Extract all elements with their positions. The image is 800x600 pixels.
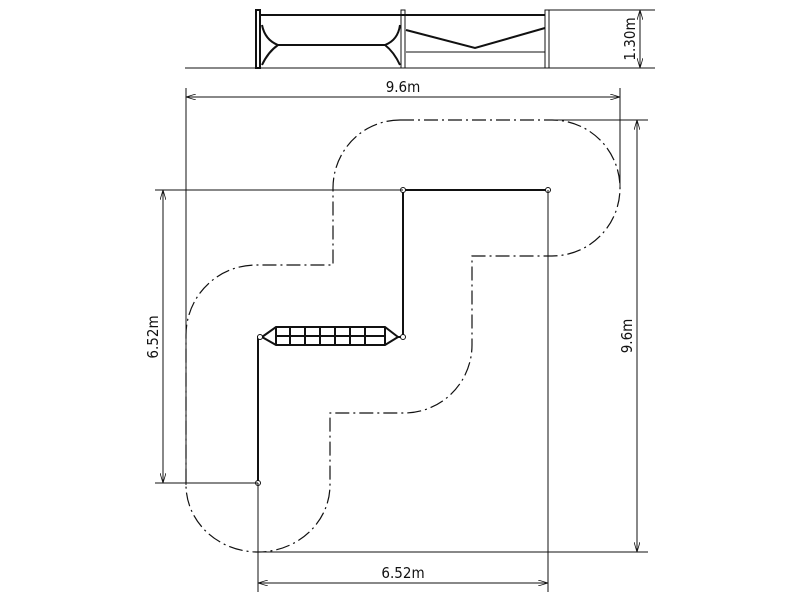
post (400, 9, 406, 69)
inner-width-label: 6.52m (381, 564, 424, 582)
safety-zone-outline (185, 119, 621, 553)
inner-depth-label: 6.52m (144, 315, 162, 358)
overall-width-label: 9.6m (386, 78, 421, 96)
elevation-view: 1.30m (185, 9, 655, 69)
net-bridge (260, 326, 400, 346)
plan-view: 9.6m 9.6m 6.52m 6.52m (144, 78, 648, 592)
rope-traverse (405, 27, 546, 50)
post (544, 9, 550, 69)
height-label: 1.30m (621, 17, 639, 60)
net-bridge-side (261, 24, 401, 66)
rope-run (257, 336, 262, 483)
overall-depth-label: 9.6m (618, 319, 636, 354)
extension-lines (155, 88, 648, 592)
posts (255, 9, 261, 69)
post (255, 9, 261, 69)
rope-run (398, 189, 548, 338)
